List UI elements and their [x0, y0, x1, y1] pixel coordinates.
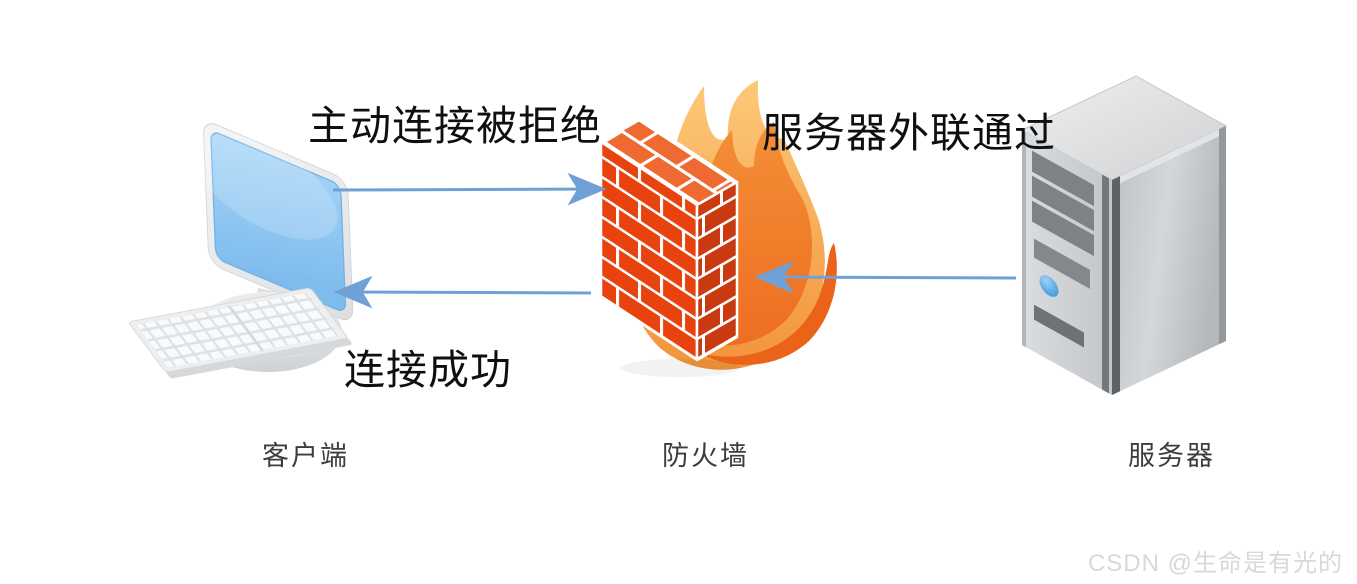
brickwall-side-face [695, 180, 739, 362]
caption-client: 客户端 [262, 441, 349, 471]
server-side-panel [1112, 125, 1226, 395]
arrow-client-to-firewall [332, 172, 607, 206]
server-power-button [1039, 275, 1059, 297]
server-bottom-vent [1034, 304, 1084, 348]
annotation-server-outbound-pass: 服务器外联通过 [762, 110, 1056, 156]
annotation-connection-success: 连接成功 [344, 347, 512, 393]
arrow-server-to-firewall [754, 260, 1017, 294]
screen-glare [193, 133, 338, 240]
wall-shadow [620, 359, 740, 377]
server-icon [1020, 75, 1228, 396]
client-computer-icon [129, 123, 354, 379]
flame-swoosh [702, 243, 837, 365]
caption-firewall: 防火墙 [662, 441, 749, 471]
server-drive-bay [1032, 150, 1094, 207]
monitor-screen [210, 132, 347, 311]
caption-server: 服务器 [1128, 441, 1215, 471]
server-drive-bay [1032, 175, 1094, 232]
server-slot [1034, 238, 1090, 289]
csdn-watermark: CSDN @生命是有光的 [1087, 550, 1343, 577]
keyboard-front-edge [165, 337, 352, 379]
annotation-active-connection-rejected: 主动连接被拒绝 [308, 103, 602, 149]
keyboard-keys [136, 292, 340, 368]
server-drive-bay [1032, 200, 1094, 257]
arrow-firewall-to-client [333, 275, 592, 309]
